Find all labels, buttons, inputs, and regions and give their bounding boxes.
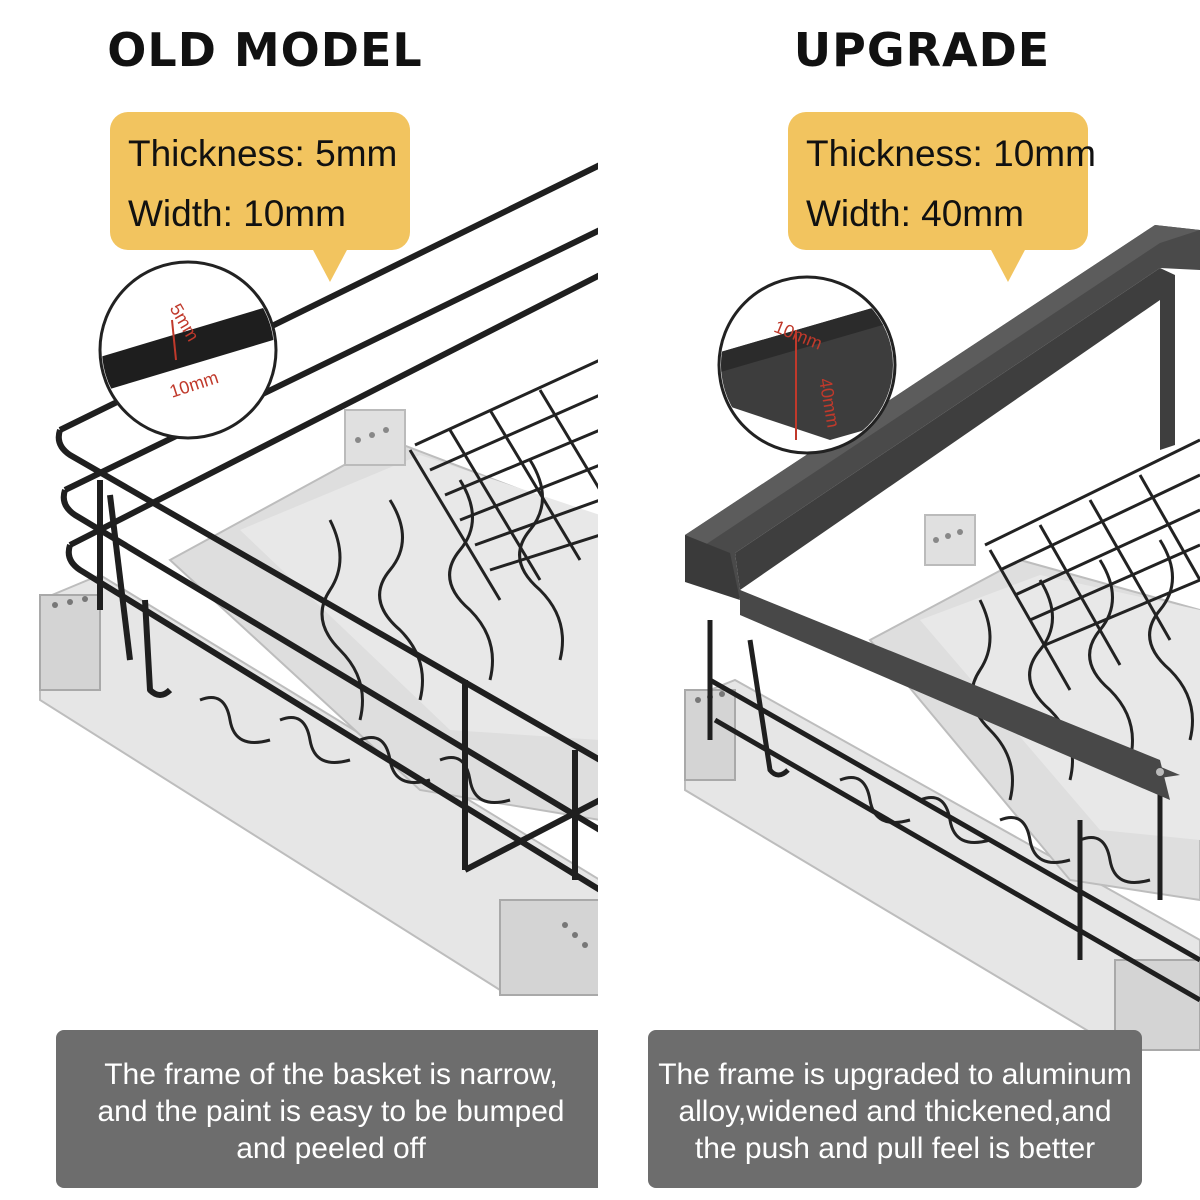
upgrade-basket-illustration: 10mm 40mm [684,225,1200,1051]
old-model-caption-line: The frame of the basket is narrow, [104,1058,558,1091]
upgrade-wire-grid [839,438,1200,884]
upgrade-spec-bubble: Thickness: 10mm Width: 40mm [788,112,1096,282]
upgrade-aluminum-frame [685,225,1200,800]
upgrade-wire-frame [707,300,1200,1003]
upgrade-heading: UPGRADE [793,23,1051,77]
old-model-basket-illustration: 5mm 10mm [39,162,600,996]
old-model-width: Width: 10mm [128,193,346,234]
upgrade-caption-line: the push and pull feel is better [694,1132,1096,1165]
old-model-caption-line: and peeled off [236,1132,426,1165]
upgrade-panel: 10mm 40mm UPGRADE Thickness: 10mm Width:… [600,0,1200,1200]
old-model-spec-bubble: Thickness: 5mm Width: 10mm [110,112,410,282]
upgrade-thickness: Thickness: 10mm [806,133,1096,174]
old-model-frame [55,162,600,893]
upgrade-caption-line: The frame is upgraded to aluminum [658,1058,1132,1091]
upgrade-caption-line: alloy,widened and thickened,and [678,1095,1112,1128]
old-model-caption: The frame of the basket is narrow, and t… [56,1030,600,1188]
old-model-caption-line: and the paint is easy to be bumped [97,1095,565,1128]
old-model-panel: 5mm 10mm OLD MODEL Thickness: 5mm Width:… [39,23,600,1188]
upgrade-caption: The frame is upgraded to aluminum alloy,… [648,1030,1142,1188]
upgrade-width: Width: 40mm [806,193,1024,234]
panel-divider [598,0,602,1200]
old-model-thickness: Thickness: 5mm [128,133,398,174]
old-model-frame-detail: 5mm 10mm [98,260,278,440]
upgrade-frame-detail: 10mm 40mm [717,275,897,455]
old-model-heading: OLD MODEL [107,23,423,77]
